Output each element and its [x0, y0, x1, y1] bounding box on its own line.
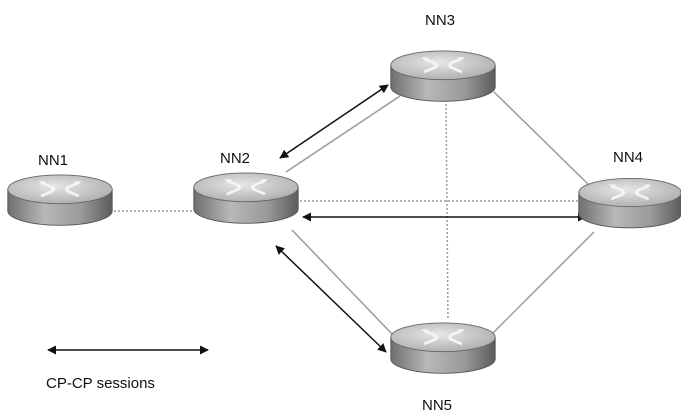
legend-label: CP-CP sessions: [46, 375, 155, 392]
session-arrow-nn2-nn3: [279, 84, 389, 159]
link-nn3-nn5: [445, 99, 449, 321]
node-nn5: NN5: [389, 321, 497, 414]
node-label: NN3: [425, 12, 455, 29]
node-nn2: NN2: [192, 150, 300, 225]
node-nn4: NN4: [577, 149, 681, 230]
session-arrow-nn2-nn5: [275, 245, 387, 353]
router-icon: [6, 173, 114, 227]
router-icon: [577, 176, 681, 230]
router-icon: [389, 321, 497, 375]
node-label: NN1: [38, 152, 68, 169]
node-nn3: NN3: [389, 12, 497, 103]
legend: CP-CP sessions: [46, 345, 209, 392]
router-icon: [192, 171, 300, 225]
cp-cp-sessions: [275, 84, 587, 353]
link-nn2-nn5: [291, 229, 393, 335]
node-nn1: NN1: [6, 152, 114, 227]
link-nn3-nn4: [493, 91, 591, 187]
node-label: NN5: [422, 397, 452, 414]
link-nn5-nn4: [491, 231, 595, 335]
link-nn2-nn3: [285, 95, 401, 173]
links: [110, 91, 595, 335]
node-label: NN2: [220, 150, 250, 167]
node-label: NN4: [613, 149, 643, 166]
router-icon: [389, 49, 497, 103]
